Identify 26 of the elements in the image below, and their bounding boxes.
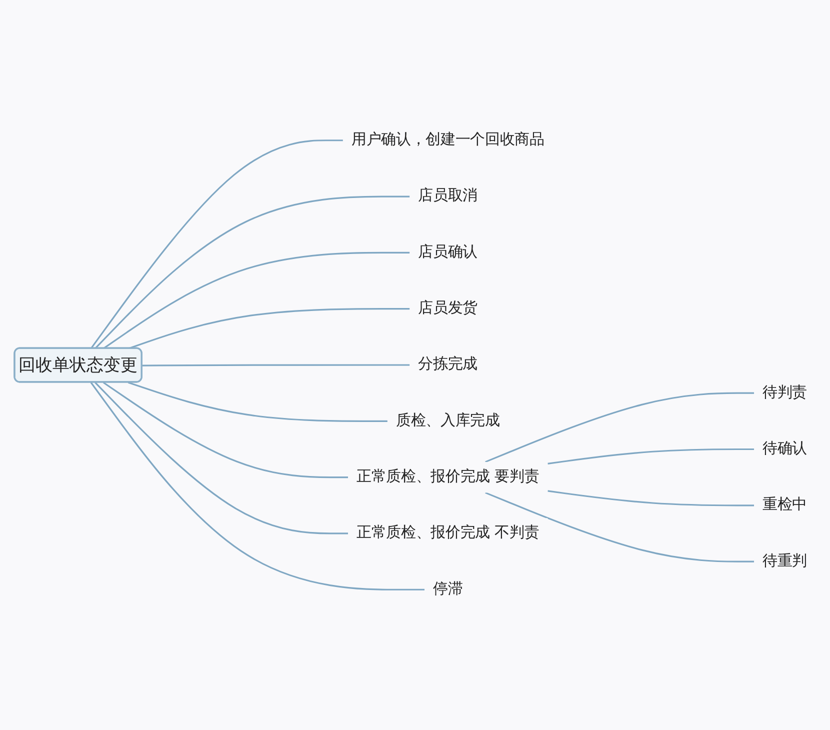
node-text: 待判责 <box>762 384 808 402</box>
connector <box>94 196 410 350</box>
node-text: 店员确认 <box>418 244 478 261</box>
connector <box>548 448 754 464</box>
node-text: 店员发货 <box>418 300 478 317</box>
connector <box>94 382 348 534</box>
connector <box>142 364 410 366</box>
connector <box>90 140 343 350</box>
connector <box>102 382 348 478</box>
node-text: 待重判 <box>762 552 808 570</box>
connector <box>548 490 754 506</box>
node-text: 分拣完成 <box>418 356 478 373</box>
connector <box>485 492 754 562</box>
node-text: 停滞 <box>433 580 463 598</box>
node-text: 用户确认，创建一个回收商品 <box>351 131 544 148</box>
connector <box>128 308 410 350</box>
node-text: 重检中 <box>762 496 808 514</box>
node-text: 正常质检、报价完成 不判责 <box>356 524 540 542</box>
node-text: 待确认 <box>762 440 808 458</box>
connector <box>128 382 388 422</box>
node-text: 质检、入库完成 <box>396 412 500 430</box>
node-text: 店员取消 <box>418 188 478 204</box>
connector <box>485 392 754 463</box>
connector <box>102 252 410 350</box>
connector <box>90 382 425 590</box>
node-text: 正常质检、报价完成 要判责 <box>356 468 540 486</box>
